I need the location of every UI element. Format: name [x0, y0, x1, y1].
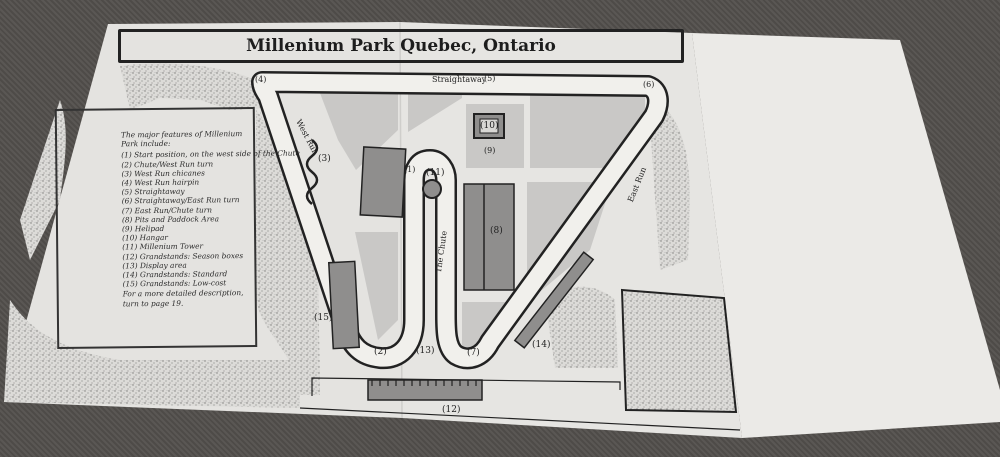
marker-7: (7): [467, 348, 480, 358]
west-run-chicanes: [305, 139, 319, 205]
park-boundary: [299, 377, 741, 431]
brochure-right-page: [692, 33, 1000, 438]
marker-12: (12): [442, 405, 461, 415]
marker-15: (15): [314, 313, 333, 323]
map-title: Millenium Park Quebec, Ontario: [118, 29, 684, 63]
marker-6: (6): [643, 80, 655, 89]
marker-9: (9): [484, 146, 496, 155]
marker-8: (8): [490, 226, 503, 236]
legend-item: (6) Straightaway/East Run turn: [121, 195, 240, 206]
legend-item: (1) Start position, on the west side of …: [121, 148, 300, 160]
marker-13: (13): [416, 346, 435, 356]
marker-11: (11): [426, 168, 445, 178]
legend-footer: For a more detailed description, turn to…: [122, 288, 244, 309]
map-legend: The major features of Millenium Park inc…: [54, 106, 300, 350]
marker-1: (1): [404, 165, 416, 174]
marker-4: (4): [255, 75, 267, 84]
label-straightaway: Straightaway: [432, 75, 487, 84]
park-features: [327, 113, 738, 414]
marker-10: (10): [480, 121, 499, 131]
legend-item: (15) Grandstands: Low-cost: [122, 278, 227, 289]
legend-intro: The major features of Millenium Park inc…: [120, 129, 243, 149]
marker-3: (3): [318, 154, 331, 164]
legend-item: (12) Grandstands: Season boxes: [122, 250, 244, 261]
marker-14: (14): [532, 340, 551, 350]
marker-2: (2): [374, 347, 387, 357]
vegetation-areas: [4, 63, 690, 408]
marker-5: (5): [484, 74, 496, 83]
